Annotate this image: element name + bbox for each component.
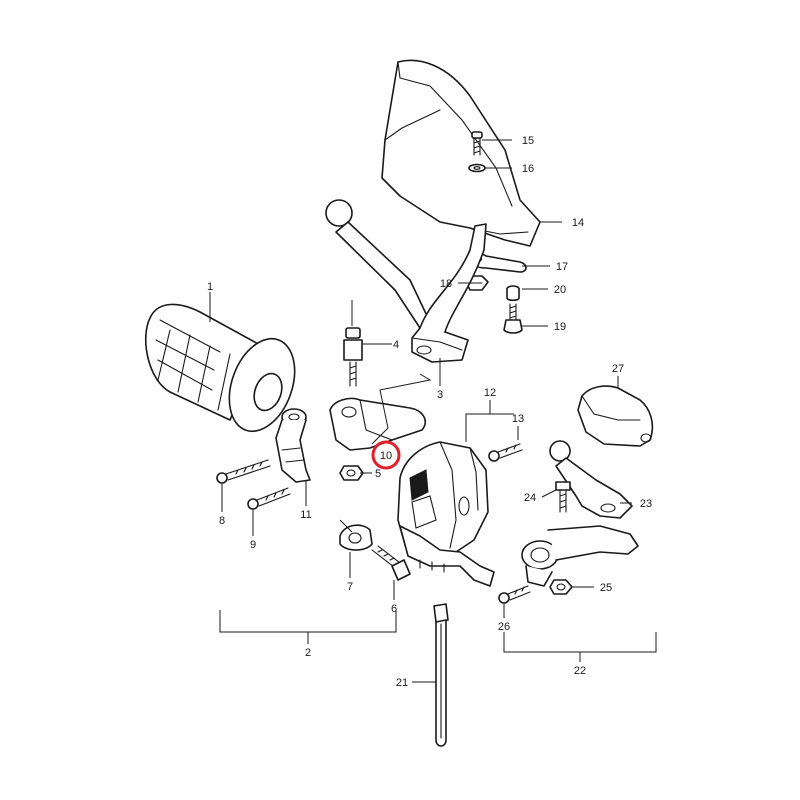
choke-lever-23 bbox=[549, 440, 633, 519]
callout-18: 18 bbox=[440, 278, 452, 290]
callout-7: 7 bbox=[347, 581, 353, 593]
bolt-15 bbox=[471, 131, 483, 156]
clip-7 bbox=[339, 524, 373, 551]
nut-25 bbox=[549, 579, 573, 595]
callout-16: 16 bbox=[522, 163, 534, 175]
screw-26 bbox=[498, 585, 531, 604]
callout-14: 14 bbox=[572, 217, 584, 229]
callout-9: 9 bbox=[250, 539, 256, 551]
clutch-lever bbox=[325, 199, 487, 363]
callout-4: 4 bbox=[393, 339, 399, 351]
nut-5 bbox=[339, 465, 364, 481]
callout-6: 6 bbox=[391, 603, 397, 615]
collar-20 bbox=[506, 285, 520, 302]
callout-21: 21 bbox=[396, 677, 408, 689]
lever-holder-22 bbox=[521, 525, 639, 587]
callout-labels: 1 2 3 4 5 6 7 8 9 10 11 12 13 14 15 16 1… bbox=[207, 135, 652, 689]
callout-3: 3 bbox=[437, 389, 443, 401]
leader-lines bbox=[209, 139, 657, 683]
screw-6 bbox=[371, 545, 411, 581]
lever-holder bbox=[275, 408, 311, 483]
bolt-19 bbox=[503, 303, 523, 334]
adjuster-4 bbox=[343, 327, 363, 387]
callout-22: 22 bbox=[574, 665, 586, 677]
switch-assembly bbox=[397, 441, 495, 587]
callout-25: 25 bbox=[600, 582, 612, 594]
callout-17: 17 bbox=[556, 261, 568, 273]
callout-19: 19 bbox=[554, 321, 566, 333]
callout-20: 20 bbox=[554, 284, 566, 296]
screw-8 bbox=[216, 459, 271, 484]
screw-9 bbox=[247, 487, 291, 510]
screw-24 bbox=[555, 481, 571, 513]
callout-2: 2 bbox=[305, 647, 311, 659]
callout-5: 5 bbox=[375, 468, 381, 480]
callout-15: 15 bbox=[522, 135, 534, 147]
callout-8: 8 bbox=[219, 515, 225, 527]
washer-16 bbox=[468, 163, 486, 173]
callout-11: 11 bbox=[300, 509, 311, 521]
callout-26: 26 bbox=[498, 621, 510, 633]
callout-12: 12 bbox=[484, 387, 496, 399]
grip bbox=[144, 303, 296, 433]
lever-perch bbox=[329, 397, 426, 451]
screw-13 bbox=[488, 443, 523, 462]
hand-guard bbox=[381, 59, 541, 247]
highlight-ring bbox=[371, 440, 401, 470]
lever-cover-27 bbox=[577, 385, 654, 447]
callout-24: 24 bbox=[524, 492, 536, 504]
callout-13: 13 bbox=[512, 413, 524, 425]
cable-tie-21 bbox=[433, 603, 449, 747]
callout-10: 10 bbox=[380, 450, 392, 462]
callout-1: 1 bbox=[207, 281, 213, 293]
callout-27: 27 bbox=[612, 363, 624, 375]
callout-23: 23 bbox=[640, 498, 652, 510]
